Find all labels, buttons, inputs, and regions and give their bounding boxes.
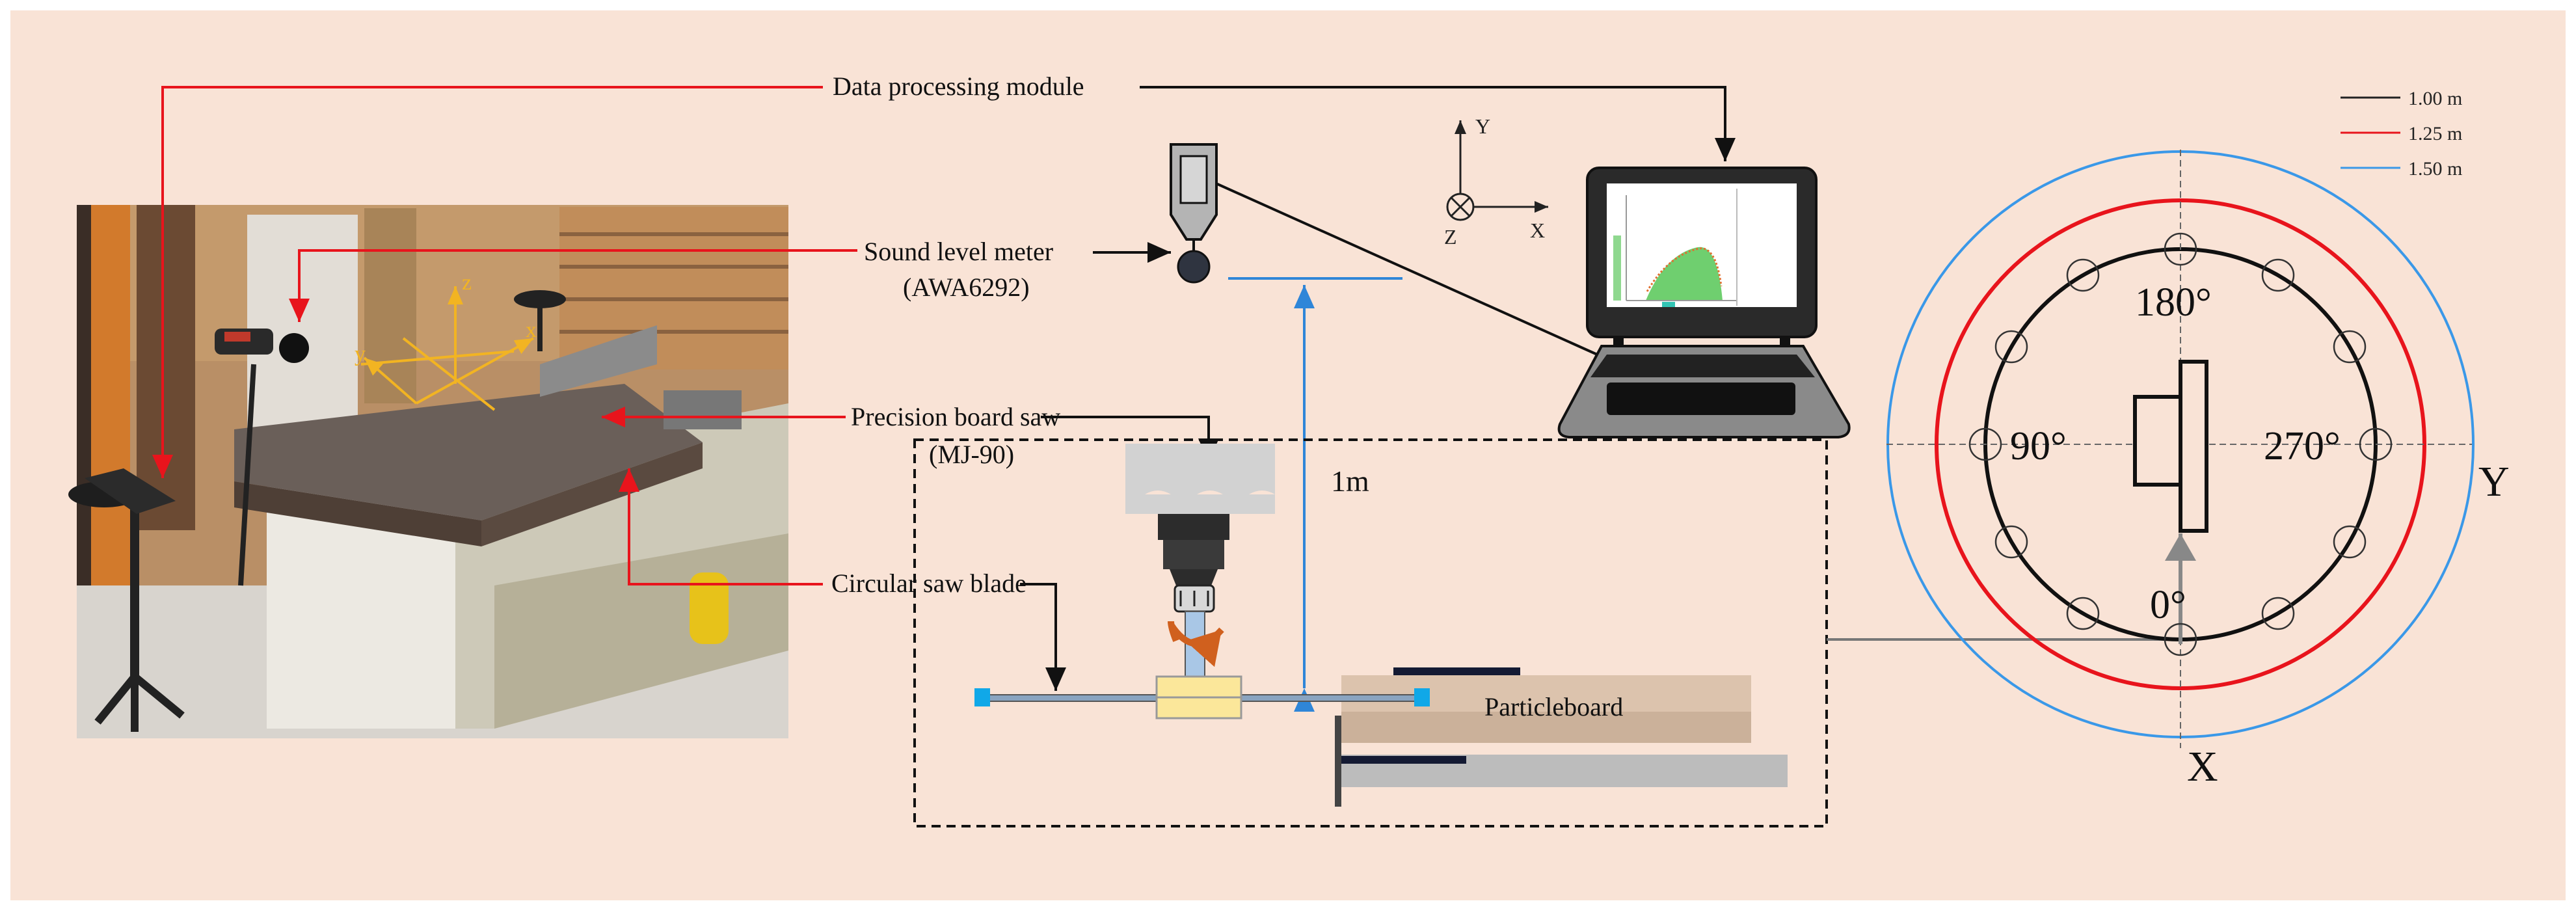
big-axis-y-label: Y <box>2478 458 2510 505</box>
clamp-bottom <box>1341 756 1466 764</box>
angle-90: 90° <box>2010 424 2067 468</box>
board-saw-label: Precision board saw <box>851 402 1060 431</box>
small-axis-y-label: Y <box>1475 114 1490 138</box>
distance-label: 1m <box>1331 464 1369 498</box>
laptop-icon <box>1557 167 1851 438</box>
clamp-top <box>1393 667 1520 675</box>
legend <box>2341 96 2400 169</box>
photo-axis-x-label: x <box>526 318 537 342</box>
photo-axis-y-label: y <box>355 342 366 366</box>
small-axis-x-label: X <box>1530 219 1545 242</box>
data-processing-label: Data processing module <box>833 72 1084 101</box>
sound-meter-model-label: (AWA6292) <box>903 273 1030 302</box>
big-axis-x-label: X <box>2187 743 2218 790</box>
angle-0: 0° <box>2150 583 2186 627</box>
source-block-fence <box>2179 360 2208 533</box>
polar-diagram <box>1886 150 2475 748</box>
photo-microphone-dot <box>279 333 309 363</box>
photo-axis-z-label: z <box>462 271 472 295</box>
angle-270: 270° <box>2264 424 2341 468</box>
small-axis-z-label: Z <box>1444 225 1457 249</box>
legend-label-1: 1.00 m <box>2408 88 2462 109</box>
angle-180: 180° <box>2135 280 2212 325</box>
microphone-positions <box>1968 232 2393 656</box>
circle-125m <box>1935 198 2426 690</box>
legend-label-2: 1.25 m <box>2408 123 2462 144</box>
shaft-end-left <box>974 688 990 706</box>
legend-label-3: 1.50 m <box>2408 158 2462 180</box>
particleboard-bottom <box>1341 712 1751 743</box>
rotation-arrow-tail <box>1168 621 1179 642</box>
sound-meter-label: Sound level meter <box>864 237 1053 266</box>
red-connector-lines <box>152 86 857 585</box>
small-axis-triad <box>1446 120 1548 221</box>
shaft-end-right <box>1414 688 1430 706</box>
fence-post <box>1335 716 1341 807</box>
photo-axes <box>360 286 534 411</box>
saw-motor-assembly <box>1125 444 1275 677</box>
black-connector-lines <box>1020 86 1736 691</box>
particleboard-label: Particleboard <box>1484 692 1623 721</box>
saw-schematic-frame <box>913 438 1828 827</box>
workshop-photo <box>68 205 788 738</box>
sound-level-meter-icon <box>1170 143 1218 284</box>
particleboard-top <box>1341 675 1751 712</box>
saw-blade-label: Circular saw blade <box>831 569 1026 598</box>
board-saw-model-label: (MJ-90) <box>929 440 1014 469</box>
